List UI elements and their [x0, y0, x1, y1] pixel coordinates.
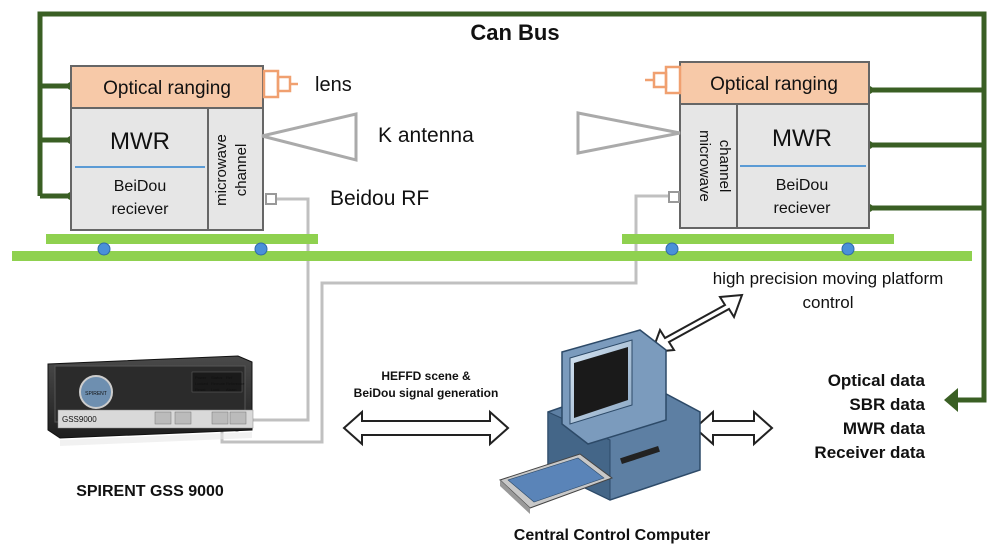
right-platform-rail [622, 234, 894, 244]
main-rail [12, 251, 972, 261]
spirent-model-text: GSS9000 [62, 415, 97, 424]
left-channel-label-2: channel [233, 144, 250, 197]
can-bus-outer-line [37, 11, 987, 393]
left-beidou-label-1: BeiDou [114, 178, 166, 195]
beidou-rf-label: Beidou RF [330, 187, 429, 210]
rail-node [665, 242, 679, 256]
right-rf-port-icon [668, 191, 680, 203]
left-channel-label-1: microwave [213, 134, 230, 206]
platform-label-2: control [802, 293, 853, 312]
right-channel-label-2: channel [716, 140, 733, 193]
rail-nodes [97, 242, 855, 256]
right-mwr-label: MWR [772, 125, 832, 152]
spirent-btn: Power [195, 375, 207, 380]
spirent-btn: Remote [211, 381, 226, 386]
data-item: Receiver data [814, 443, 925, 462]
right-optical-label: Optical ranging [710, 74, 838, 95]
double-arrow-data [693, 409, 774, 447]
spirent-btn: Status [211, 375, 222, 380]
left-mwr-label: MWR [110, 128, 170, 155]
left-beidou-label-2: reciever [112, 201, 170, 218]
data-item: MWR data [843, 419, 926, 438]
data-item: SBR data [849, 395, 925, 414]
left-sensor-unit: Optical ranging MWR BeiDou reciever micr… [70, 65, 358, 231]
spirent-btn: Locked [195, 381, 208, 386]
spirent-btn: Reference [226, 381, 245, 386]
left-optical-label: Optical ranging [103, 78, 231, 99]
rail-node [254, 242, 268, 256]
left-rf-port-icon [265, 193, 277, 205]
rail-node [841, 242, 855, 256]
lens-label: lens [315, 74, 352, 96]
spirent-btn: Reset [195, 387, 206, 392]
can-bus-arrow-head [944, 388, 958, 412]
k-antenna-label: K antenna [378, 124, 474, 147]
spirent-gss9000-device: SPIRENT Power Status Ref Locked Remote R… [47, 355, 254, 446]
left-k-antenna-icon [261, 112, 358, 162]
heffd-label-1: HEFFD scene & [381, 369, 471, 383]
spirent-logo-text: SPIRENT [85, 391, 107, 397]
cable-right-beidou [220, 194, 671, 444]
platform-label-1: high precision moving platform [713, 269, 944, 288]
central-computer-label: Central Control Computer [514, 527, 710, 544]
right-k-antenna-icon [576, 111, 681, 155]
can-bus [37, 11, 987, 412]
right-beidou-label-1: BeiDou [776, 177, 828, 194]
double-arrow-platform [650, 293, 744, 354]
spirent-label: SPIRENT GSS 9000 [76, 483, 224, 500]
data-item: Optical data [828, 371, 926, 390]
double-arrow-heffd [342, 409, 510, 447]
right-channel-label-1: microwave [696, 130, 713, 202]
spirent-logo-icon [79, 375, 113, 409]
spirent-btn: Alarm [226, 387, 237, 392]
heffd-label-2: BeiDou signal generation [354, 386, 499, 400]
right-lens-icon [645, 65, 682, 95]
left-platform-rail [46, 234, 318, 244]
left-lens-icon [262, 69, 298, 99]
central-computer-icon [499, 329, 701, 514]
data-list: Optical data SBR data MWR data Receiver … [814, 371, 925, 462]
rail-node [97, 242, 111, 256]
spirent-btn: Lock [211, 387, 219, 392]
right-sensor-unit: Optical ranging MWR BeiDou reciever micr… [576, 61, 870, 229]
spirent-btn: Ref [226, 375, 233, 380]
right-beidou-label-2: reciever [774, 200, 832, 217]
can-bus-title: Can Bus [470, 20, 559, 45]
can-bus-to-data-line [952, 390, 987, 403]
